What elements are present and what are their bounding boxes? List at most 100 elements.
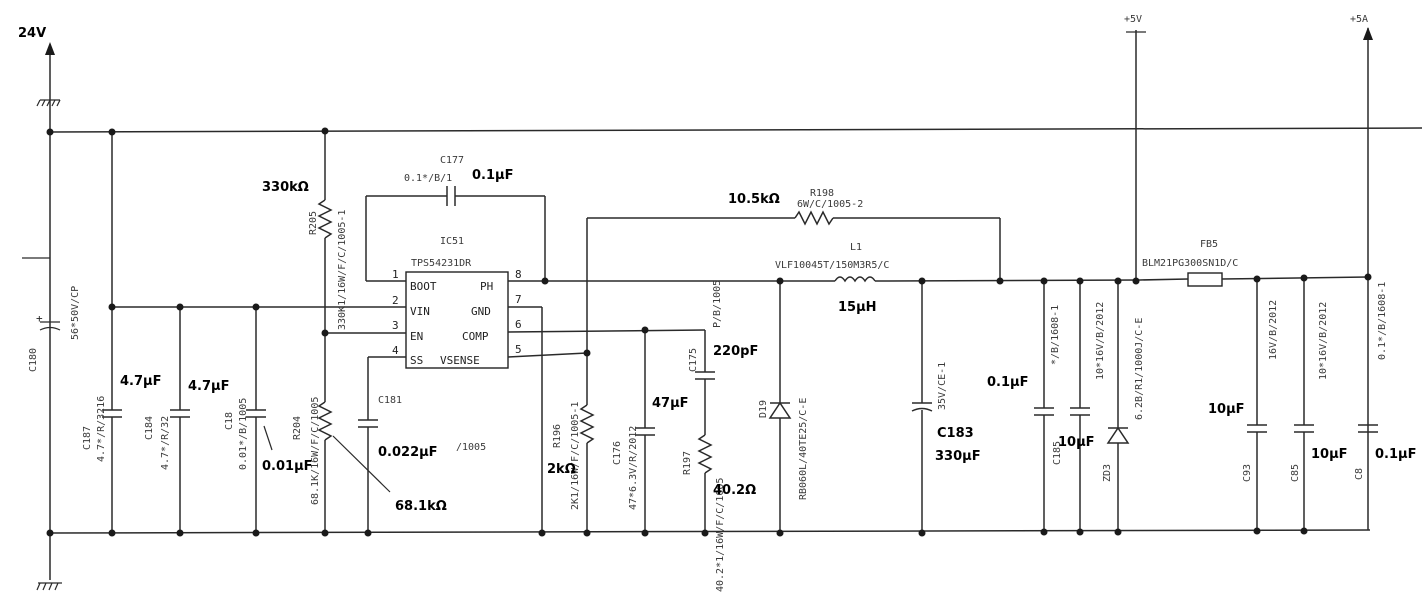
label-r204: 68.1kΩ xyxy=(395,499,447,514)
label-c85: 10μF xyxy=(1311,447,1348,462)
svg-text:1: 1 xyxy=(392,268,399,281)
label-r198: 10.5kΩ xyxy=(728,192,780,207)
r197-resistor xyxy=(697,434,713,474)
label-c187: 4.7μF xyxy=(120,374,161,389)
svg-text:+: + xyxy=(36,312,43,325)
svg-text:EN: EN xyxy=(410,330,423,343)
svg-text:3: 3 xyxy=(392,319,399,332)
label-c177: 0.1μF xyxy=(472,168,513,183)
svg-text:BLM21PG300SN1D/C: BLM21PG300SN1D/C xyxy=(1142,258,1238,269)
label-c-mid: 10μF xyxy=(1058,435,1095,450)
ground-rail xyxy=(49,529,1371,534)
r204-resistor xyxy=(317,401,333,441)
r196-resistor xyxy=(579,404,595,444)
svg-text:/1005: /1005 xyxy=(456,442,486,453)
ic51-pin-labels: 1 2 3 4 8 7 6 5 BOOT VIN EN SS PH GND CO… xyxy=(392,268,522,367)
svg-text:C177: C177 xyxy=(440,155,464,166)
svg-text:C181: C181 xyxy=(378,395,402,406)
svg-text:0.01*/B/1005: 0.01*/B/1005 xyxy=(238,398,249,470)
svg-text:R196: R196 xyxy=(552,424,563,448)
svg-text:2: 2 xyxy=(392,294,399,307)
svg-text:FB5: FB5 xyxy=(1200,239,1218,250)
svg-text:C180: C180 xyxy=(28,348,39,372)
svg-text:PH: PH xyxy=(480,280,493,293)
label-c176: 47μF xyxy=(652,396,689,411)
svg-text:R205: R205 xyxy=(308,211,319,235)
label-c93: 10μF xyxy=(1208,402,1245,417)
svg-text:C176: C176 xyxy=(612,441,623,465)
label-c183: 330μF xyxy=(935,449,981,464)
svg-text:6: 6 xyxy=(515,318,522,331)
svg-text:35V/CE-1: 35V/CE-1 xyxy=(937,362,948,410)
label-r197: 40.2Ω xyxy=(713,483,756,498)
ground-symbol-top xyxy=(36,99,61,107)
c18-pointer xyxy=(263,425,273,451)
svg-text:R204: R204 xyxy=(292,416,303,440)
svg-text:C93: C93 xyxy=(1242,464,1253,482)
svg-text:4.7*/R/32: 4.7*/R/32 xyxy=(160,416,171,470)
svg-text:2K1/16W/F/C/1005-1: 2K1/16W/F/C/1005-1 xyxy=(570,402,581,510)
svg-text:IC51: IC51 xyxy=(440,236,464,247)
svg-text:COMP: COMP xyxy=(462,330,489,343)
svg-text:C175: C175 xyxy=(688,348,699,372)
r198-resistor xyxy=(794,210,834,226)
svg-text:16V/B/2012: 16V/B/2012 xyxy=(1268,300,1279,360)
svg-text:10*16V/B/2012: 10*16V/B/2012 xyxy=(1095,302,1106,380)
svg-text:R197: R197 xyxy=(682,451,693,475)
r204-pointer xyxy=(332,435,391,493)
label-c181: 0.022μF xyxy=(378,445,438,460)
top-rail-24v xyxy=(49,127,1422,133)
svg-text:*/B/1608-1: */B/1608-1 xyxy=(1050,305,1061,365)
svg-text:ZD3: ZD3 xyxy=(1102,464,1113,482)
svg-text:R198: R198 xyxy=(810,188,834,199)
svg-text:C8: C8 xyxy=(1354,468,1365,480)
svg-text:VLF10045T/150M3R5/C: VLF10045T/150M3R5/C xyxy=(775,260,889,271)
label-c184: 4.7μF xyxy=(188,379,229,394)
svg-text:47*6.3V/R/2012: 47*6.3V/R/2012 xyxy=(628,426,639,510)
svg-text:GND: GND xyxy=(471,305,491,318)
ic51-chip xyxy=(405,271,509,369)
svg-text:VIN: VIN xyxy=(410,305,430,318)
l1-inductor xyxy=(834,276,876,283)
svg-text:330K1/16W/F/C/1005-1: 330K1/16W/F/C/1005-1 xyxy=(337,210,348,330)
svg-text:68.1K/16W/F/C/1005: 68.1K/16W/F/C/1005 xyxy=(310,397,321,505)
svg-text:C184: C184 xyxy=(144,416,155,440)
fb5-ferrite-bead xyxy=(1187,272,1223,287)
c180-capacitor: + xyxy=(36,312,61,331)
svg-text:4.7*/R/3216: 4.7*/R/3216 xyxy=(96,396,107,462)
d19-diode xyxy=(768,401,792,419)
r205-resistor xyxy=(317,199,333,239)
svg-text:6.2B/R1/1000J/C-E: 6.2B/R1/1000J/C-E xyxy=(1134,318,1145,420)
label-c175: 220pF xyxy=(713,344,758,359)
svg-text:L1: L1 xyxy=(850,242,862,253)
label-c183-ref: C183 xyxy=(937,426,974,441)
svg-text:RB060L/40TE25/C-E: RB060L/40TE25/C-E xyxy=(798,398,809,500)
svg-text:0.1*/B/1: 0.1*/B/1 xyxy=(404,173,452,184)
svg-text:+5A: +5A xyxy=(1350,14,1368,25)
original-component-text: C177 0.1*/B/1 IC51 TPS54231DR R198 6W/C/… xyxy=(28,14,1388,592)
input-24v-arrow xyxy=(45,42,55,55)
svg-text:TPS54231DR: TPS54231DR xyxy=(411,258,472,269)
label-r196: 2kΩ xyxy=(547,462,576,477)
label-l1: 15μH xyxy=(838,300,877,315)
output-5a-arrow xyxy=(1363,27,1373,40)
svg-text:5: 5 xyxy=(515,343,522,356)
label-c18: 0.01μF xyxy=(262,459,313,474)
label-r205: 330kΩ xyxy=(262,180,309,195)
label-c8: 0.1μF xyxy=(1375,447,1416,462)
svg-text:4: 4 xyxy=(392,344,399,357)
svg-text:40.2*1/16W/F/C/1005: 40.2*1/16W/F/C/1005 xyxy=(715,478,726,592)
ground-symbol-bottom xyxy=(36,582,62,591)
svg-text:C18: C18 xyxy=(224,412,235,430)
svg-text:SS: SS xyxy=(410,354,423,367)
svg-text:10*16V/B/2012: 10*16V/B/2012 xyxy=(1318,302,1329,380)
svg-text:BOOT: BOOT xyxy=(410,280,437,293)
svg-text:VSENSE: VSENSE xyxy=(440,354,480,367)
svg-text:7: 7 xyxy=(515,293,522,306)
svg-text:P/B/1005: P/B/1005 xyxy=(712,280,723,328)
zd3-zener xyxy=(1106,426,1130,444)
svg-text:+5V: +5V xyxy=(1124,14,1142,25)
svg-text:C85: C85 xyxy=(1290,464,1301,482)
junction-dots xyxy=(46,127,1372,537)
